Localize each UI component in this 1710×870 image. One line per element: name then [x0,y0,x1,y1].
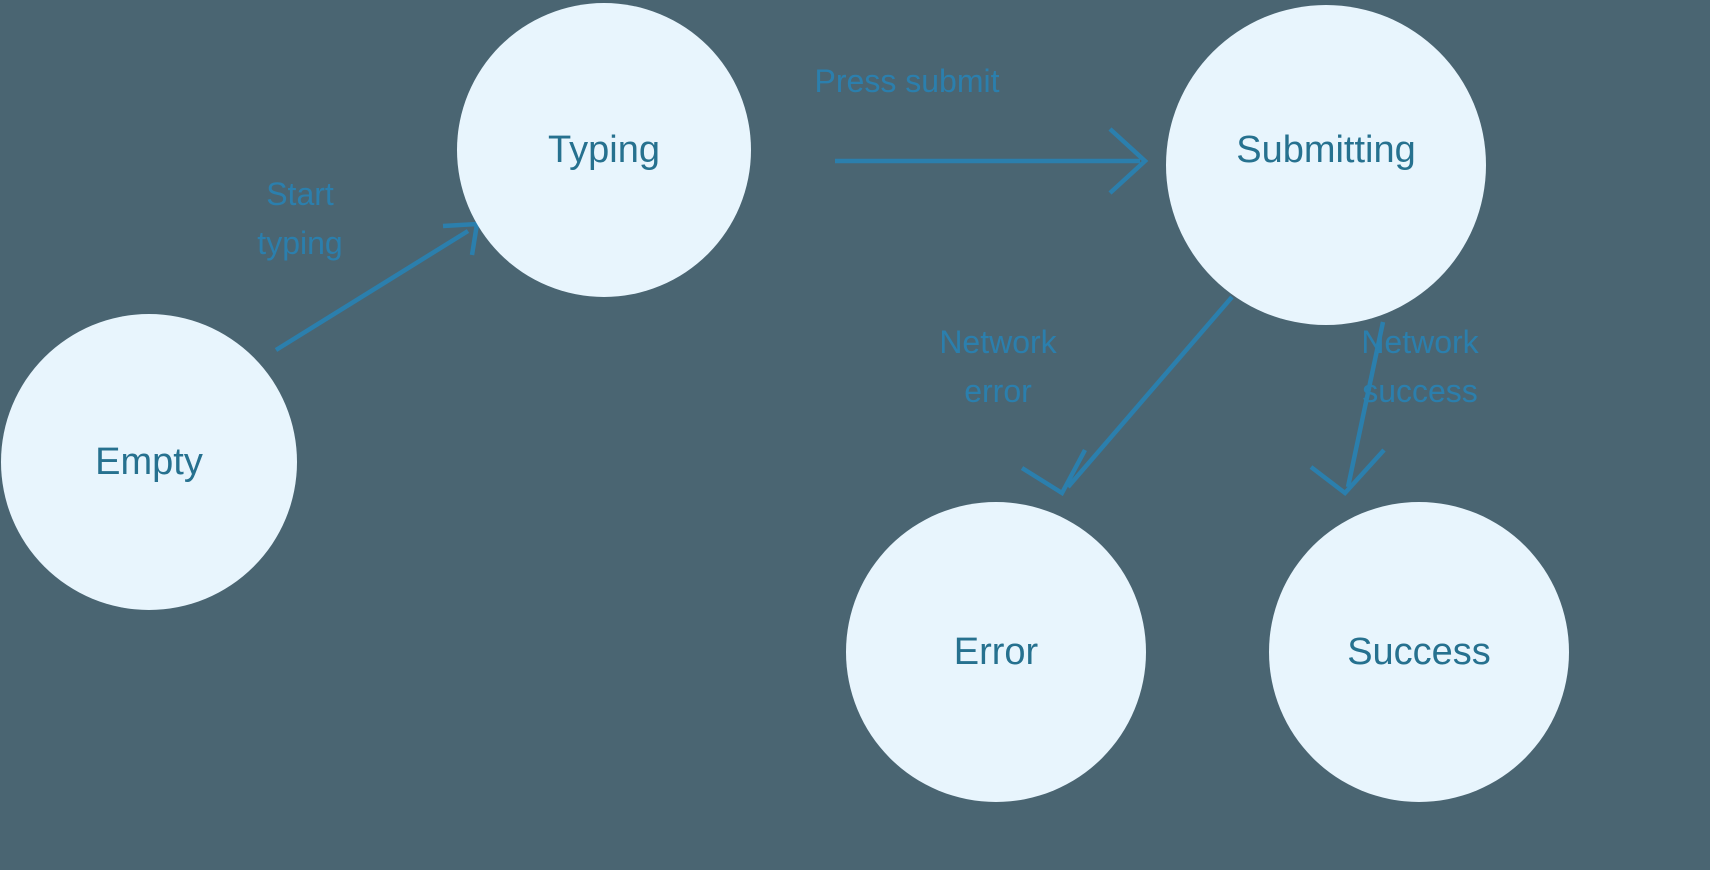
state-node-success-circle[interactable] [1269,502,1569,802]
state-node-empty-label: Empty [95,441,203,483]
edge-typing-to-submitting-arrowhead [1108,127,1149,195]
state-node-error-circle[interactable] [846,502,1146,802]
edge-typing-to-submitting [835,127,1149,195]
state-node-typing-circle[interactable] [457,3,751,297]
edge-submitting-to-error-line [1066,295,1234,489]
state-node-empty[interactable]: Empty [1,314,297,610]
state-node-submitting[interactable]: Submitting [1166,5,1486,325]
edge-label-network-error-line1: Network [939,324,1057,360]
edge-empty-to-typing-line [274,229,470,352]
state-node-typing[interactable]: Typing [457,3,751,297]
edge-empty-to-typing-arrowhead [442,221,480,256]
state-node-success[interactable]: Success [1269,502,1569,802]
state-node-empty-circle[interactable] [1,314,297,610]
edge-submitting-to-success-arrowhead [1309,448,1386,497]
edge-submitting-to-success-line [1345,321,1386,488]
edge-label-start-typing-line2: typing [257,225,342,261]
state-node-submitting-circle[interactable] [1166,5,1486,325]
edge-label-press-submit: Press submit [815,63,1000,99]
state-node-error[interactable]: Error [846,502,1146,802]
edge-submitting-to-error-arrowhead [1020,448,1087,497]
state-node-error-label: Error [954,631,1039,673]
edge-submitting-to-error [1020,295,1234,497]
edge-label-network-error-line2: error [964,373,1032,409]
edge-label-network-success-line2: success [1362,373,1478,409]
edge-label-network-success-line1: Network [1361,324,1479,360]
edge-label-start-typing-line1: Start [266,176,334,212]
state-node-submitting-label: Submitting [1236,129,1416,171]
state-node-typing-label: Typing [548,129,660,171]
state-node-success-label: Success [1347,631,1491,673]
edge-submitting-to-success [1309,321,1386,497]
